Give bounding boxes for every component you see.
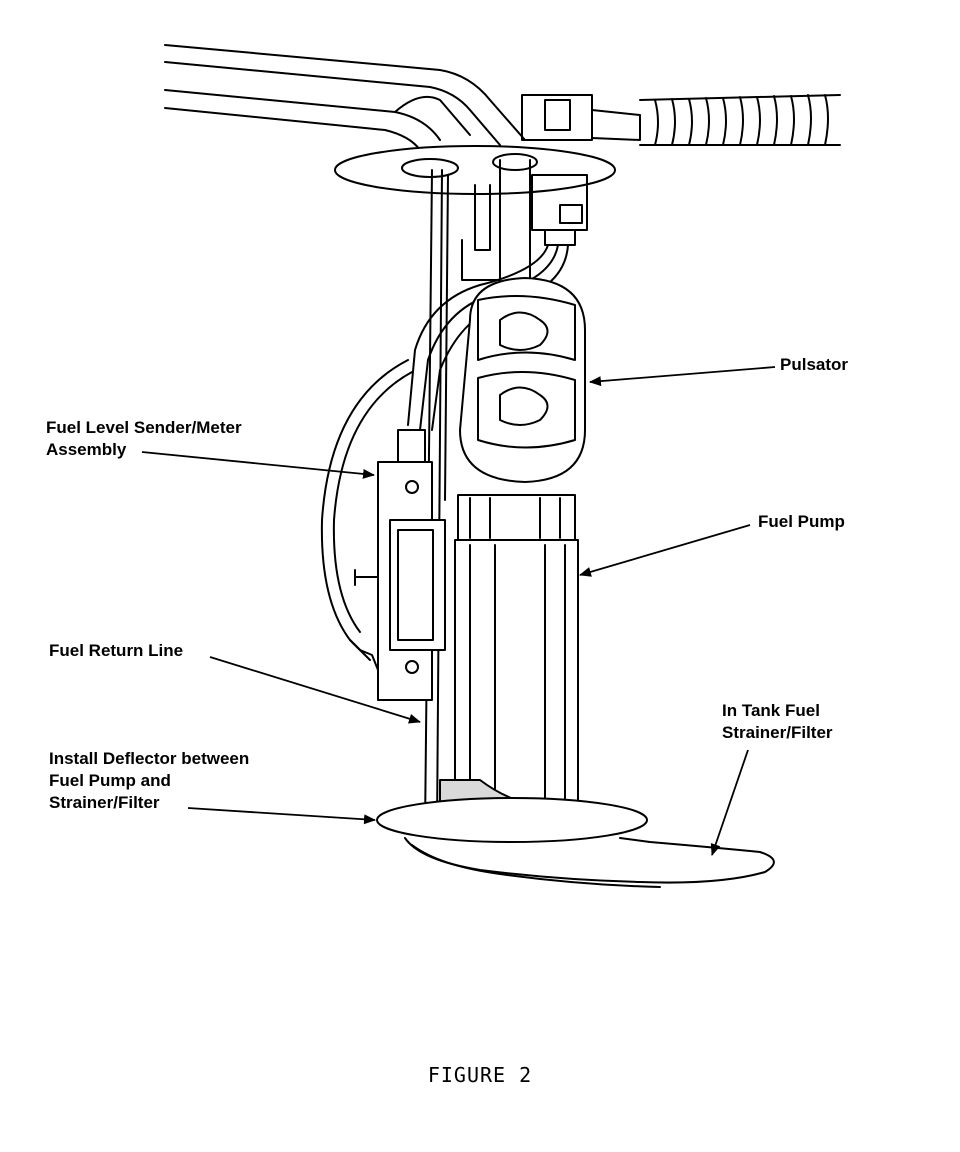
float-arm — [322, 360, 412, 670]
label-fuel-return-line: Fuel Return Line — [49, 641, 184, 660]
leader-lines — [142, 367, 775, 856]
leader-pulsator — [589, 367, 775, 387]
leader-strainer — [710, 750, 748, 856]
pump-electrical-connector — [532, 175, 587, 245]
fuel-level-sender-assembly — [355, 430, 445, 700]
leader-fuel-pump — [579, 525, 750, 577]
leader-return-line — [210, 657, 421, 724]
fuel-supply-lines — [165, 45, 525, 150]
figure-caption: FIGURE 2 — [427, 1063, 533, 1087]
label-in-tank-strainer: In Tank Fuel Strainer/Filter — [722, 701, 833, 742]
wiring-harness-conduit — [640, 95, 840, 145]
leader-deflector — [188, 808, 376, 825]
label-fuel-level-sender: Fuel Level Sender/Meter Assembly — [46, 418, 242, 459]
mounting-flange — [335, 146, 615, 194]
label-fuel-pump: Fuel Pump — [758, 512, 845, 531]
fuel-pump-body — [440, 495, 578, 820]
label-pulsator: Pulsator — [780, 355, 849, 374]
in-tank-strainer — [377, 798, 774, 887]
pump-outlet-fitting — [462, 160, 530, 290]
leader-sender — [142, 452, 375, 479]
electrical-connector-top — [522, 95, 640, 140]
label-install-deflector: Install Deflector between Fuel Pump and … — [49, 749, 250, 812]
pulsator-body — [460, 278, 585, 482]
